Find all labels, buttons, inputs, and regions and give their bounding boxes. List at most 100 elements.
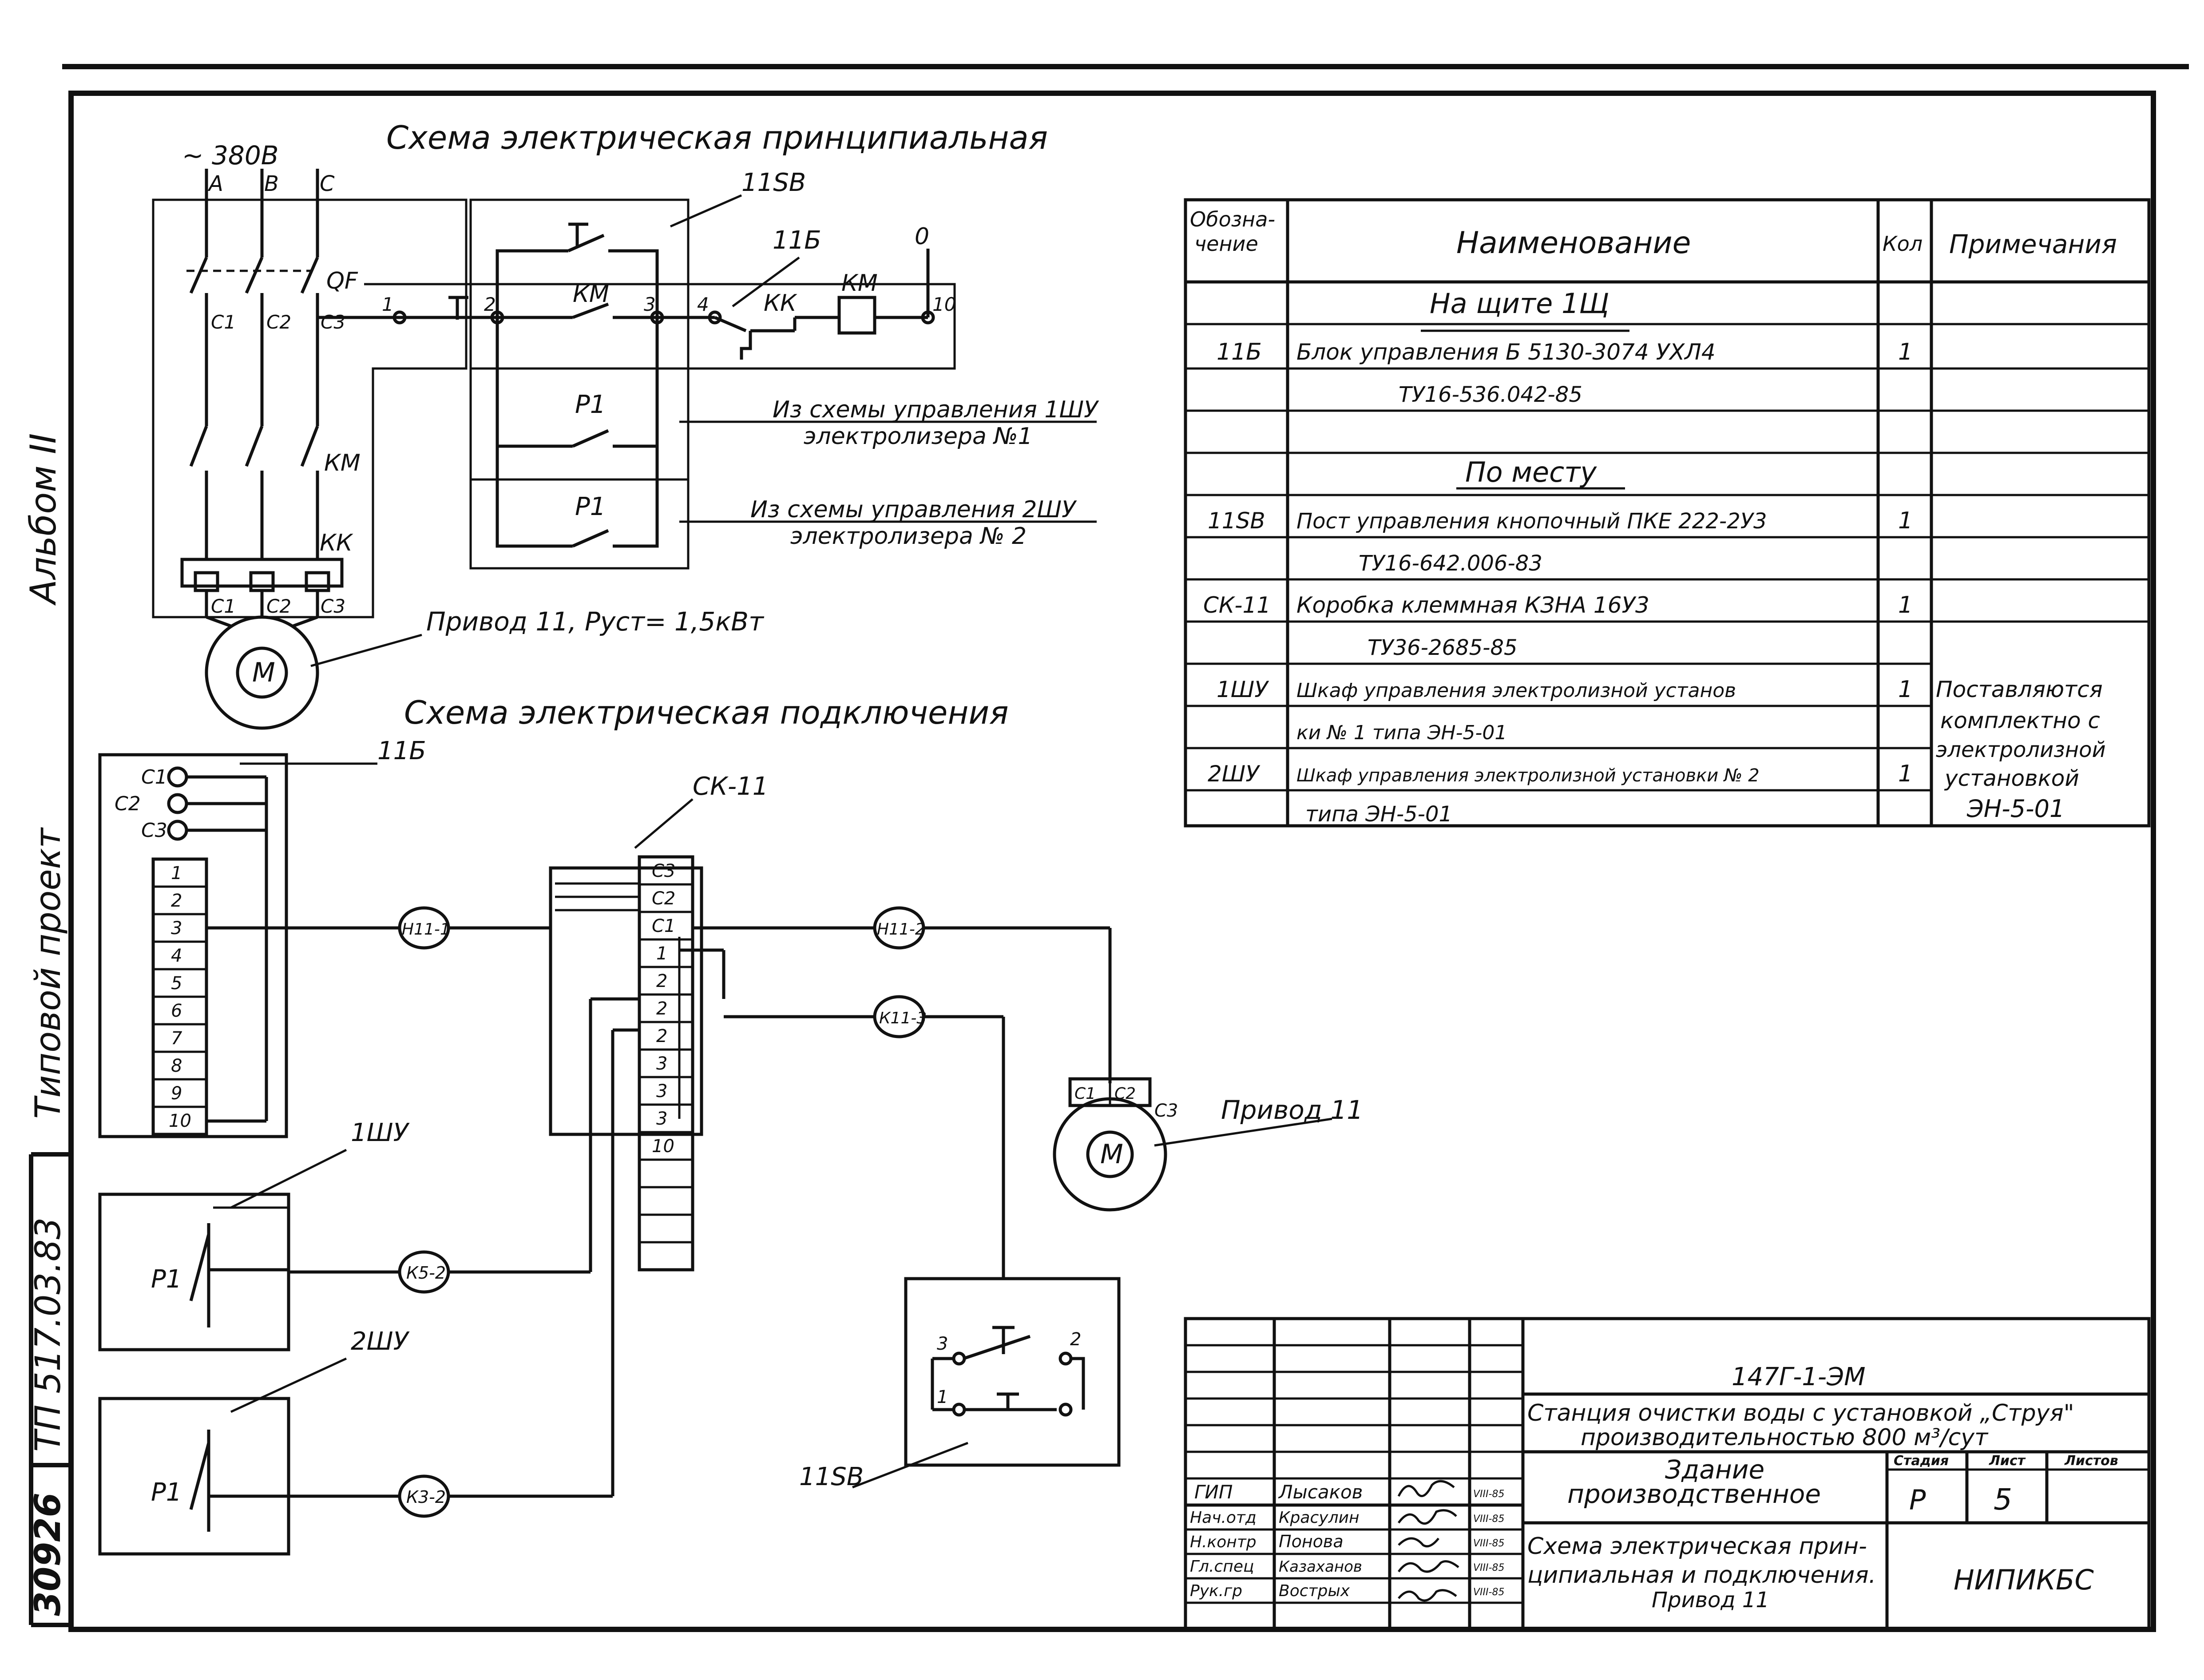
motor-c2: С2 [1114,1085,1136,1103]
kk-power-label: КК [320,530,353,556]
note1-line2: электролизера №1 [804,423,1033,450]
box-sk11-label: СК-11 [693,772,768,801]
note-line-3: электролизной [1936,737,2106,762]
note2-line1: Из схемы управления 2ШУ [750,496,1077,523]
node-3-label: 3 [644,293,656,315]
row9-qty: 1 [1898,761,1913,787]
row3-name: Пост управления кнопочный ПКЕ 222-2У3 [1296,509,1767,534]
album-label: Альбом II [23,433,64,606]
cable-n11-1: Н11-1 [402,920,450,939]
cable-k11-3: К11-3 [879,1009,927,1027]
role-3: Н.контр [1190,1533,1257,1551]
phase-c-label: C [320,171,335,196]
row1-name: Блок управления Б 5130-3074 УХЛ4 [1296,339,1716,365]
org-name: НИПИКБС [1954,1564,2094,1596]
qf-label: QF [326,268,358,294]
schematic-title: Схема электрическая принципиальная [386,119,1048,156]
block-row-2: 2 [171,891,182,911]
relay1-label: Р1 [575,390,606,419]
sheet-title-3: Привод 11 [1652,1588,1769,1613]
inventory-number: 30926 [27,1493,68,1616]
row2-name: ТУ16-536.042-85 [1399,382,1582,407]
cable-marker-k3-2 [398,1474,450,1518]
box-row-4: 1 [656,943,667,964]
role-1: ГИП [1194,1481,1233,1503]
station-line-1: Станция очистки воды с установкой „Струя… [1527,1400,2074,1426]
block-row-5: 5 [171,973,182,994]
sheet-title-1: Схема электрическая прин- [1527,1533,1867,1560]
box-row-7: 2 [656,1026,667,1046]
block-row-10: 10 [169,1111,191,1131]
block-11b-label: 11Б [377,737,426,765]
push-button-post [852,1277,1121,1489]
c3-label: С3 [321,311,345,333]
signatures [1397,1480,1459,1602]
block-label: 11Б [773,226,821,255]
c2-label: С2 [266,311,291,333]
hdr-code-1: Обозна- [1190,207,1275,231]
building-line-2: производственное [1567,1479,1821,1509]
name-5: Вострых [1279,1582,1350,1600]
block-row-7: 7 [171,1028,182,1049]
cabinet-2shu-relay: Р1 [151,1478,182,1507]
motor-c3: С3 [1154,1101,1178,1121]
hdr-qty: Кол [1883,232,1923,256]
control-circuit [310,194,1097,667]
row9-code: 2ШУ [1208,761,1261,787]
sheet-header: Лист [1989,1453,2026,1469]
supply-label: ~ 380В [182,140,279,170]
date-2: VIII-85 [1473,1514,1504,1525]
box-row-2: С2 [652,888,675,909]
row1-qty: 1 [1898,339,1913,365]
block-row-8: 8 [171,1056,182,1076]
row7-code: 1ШУ [1217,677,1269,702]
coil-label: КМ [841,270,878,297]
cabinet-1shu [98,1149,347,1351]
note-line-5: ЭН-5-01 [1966,795,2065,823]
box-row-5: 2 [656,971,667,991]
date-4: VIII-85 [1473,1562,1504,1573]
row4-name: ТУ16-642.006-83 [1359,551,1542,576]
date-5: VIII-85 [1473,1587,1504,1598]
project-type-label: Типовой проект [28,827,68,1119]
row5-qty: 1 [1898,592,1913,618]
block-11b [98,753,377,1138]
hdr-name: Наименование [1456,226,1691,261]
date-3: VIII-85 [1473,1538,1504,1549]
post-term-3: 3 [937,1334,948,1354]
km-power-label: КМ [324,450,361,476]
node-4-label: 4 [697,293,709,315]
sheets-header: Листов [2064,1453,2118,1469]
spec-table [1184,198,2151,828]
post-term-2: 2 [1070,1329,1081,1350]
date-1: VIII-85 [1473,1489,1504,1500]
name-3: Понова [1279,1532,1344,1551]
box-row-3: С1 [652,916,675,936]
c2-motor-label: С2 [266,595,291,617]
motor-m: М [1100,1139,1123,1170]
cable-n11-2: Н11-2 [877,920,925,939]
phase-b-label: B [264,171,279,196]
name-1: Лысаков [1278,1481,1363,1503]
box-row-11: 10 [652,1136,674,1157]
cable-marker-k11-3 [873,995,925,1038]
c3-motor-label: С3 [321,595,345,617]
motor-symbol: М [252,657,275,688]
station-line-2: производительностью 800 м³/сут [1581,1424,1989,1451]
block-row-9: 9 [171,1083,182,1104]
building-line-1: Здание [1665,1454,1764,1485]
cabinet-1shu-label: 1ШУ [351,1118,410,1147]
c1-motor-label: С1 [211,595,236,617]
name-2: Красулин [1279,1509,1360,1527]
block-row-6: 6 [171,1001,182,1021]
node-1-label: 1 [382,293,394,315]
stage-header: Стадия [1894,1453,1949,1469]
note-line-4: установкой [1944,765,2079,791]
drawing-frame [29,64,2189,1632]
node-10-label: 10 [932,293,956,315]
cabinet-1shu-relay: Р1 [151,1265,182,1294]
cabinet-2shu-label: 2ШУ [351,1327,410,1356]
c1-label: С1 [211,311,236,333]
project-code: ТП 517.03.83 [28,1217,68,1452]
connection-wiring [206,926,1112,1498]
